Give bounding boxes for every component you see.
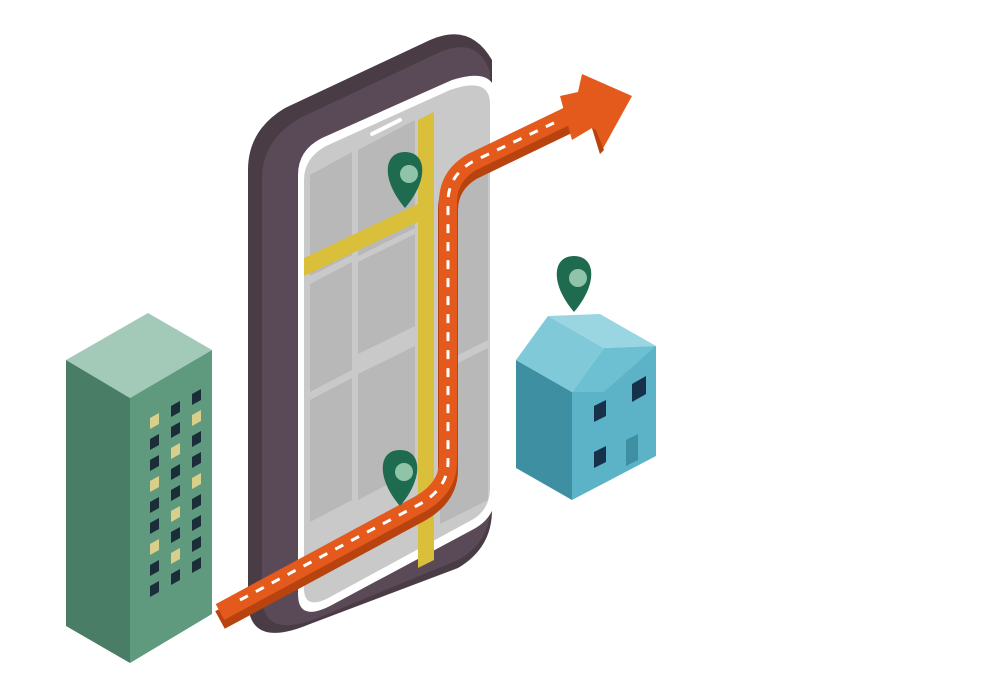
- house-window: [632, 376, 646, 402]
- building-window: [150, 434, 159, 450]
- location-pin-bottom: [382, 450, 418, 506]
- route-dashes: [239, 118, 561, 602]
- map-block: [358, 234, 415, 354]
- building-window: [192, 536, 201, 552]
- building-window: [150, 581, 159, 597]
- building-window: [150, 413, 159, 429]
- building-window: [171, 401, 180, 417]
- building-front-face: [66, 360, 130, 663]
- building-window: [192, 494, 201, 510]
- building-window: [171, 485, 180, 501]
- building-window: [150, 560, 159, 576]
- map-road-vertical: [418, 112, 434, 568]
- map-block: [310, 378, 352, 522]
- building-window: [171, 443, 180, 459]
- house-window: [594, 446, 606, 468]
- building-window: [171, 548, 180, 564]
- map-road-horizontal: [304, 204, 418, 276]
- house-door: [626, 434, 638, 466]
- building-window: [171, 464, 180, 480]
- location-pin-top: [387, 152, 423, 208]
- building-window: [150, 539, 159, 555]
- building-window: [192, 557, 201, 573]
- phone-speaker: [370, 118, 402, 136]
- map-block: [310, 262, 352, 392]
- pin-marker-dot: [569, 269, 587, 287]
- house-roof: [516, 316, 604, 392]
- building-roof: [66, 313, 212, 398]
- building-window: [192, 431, 201, 447]
- building-window: [171, 506, 180, 522]
- pin-marker-dot: [395, 463, 413, 481]
- office-building: [66, 313, 212, 663]
- house-window: [594, 400, 606, 422]
- route-arrowhead-edge: [592, 128, 604, 154]
- building-window: [171, 527, 180, 543]
- building-window: [150, 455, 159, 471]
- building-windows: [150, 389, 201, 597]
- house-roof-side: [548, 314, 656, 348]
- house-gable: [572, 346, 656, 392]
- building-window: [171, 422, 180, 438]
- route-arrow: [215, 74, 632, 629]
- building-window: [192, 473, 201, 489]
- house: [516, 314, 656, 500]
- building-window: [192, 515, 201, 531]
- house-front-face: [516, 360, 572, 500]
- building-window: [150, 497, 159, 513]
- building-window: [150, 476, 159, 492]
- pin-marker-dot: [400, 165, 418, 183]
- location-pin-house: [556, 256, 592, 312]
- route-arrowhead: [560, 74, 632, 154]
- building-window: [171, 569, 180, 585]
- building-window: [192, 452, 201, 468]
- building-window: [192, 389, 201, 405]
- building-window: [150, 518, 159, 534]
- building-window: [192, 410, 201, 426]
